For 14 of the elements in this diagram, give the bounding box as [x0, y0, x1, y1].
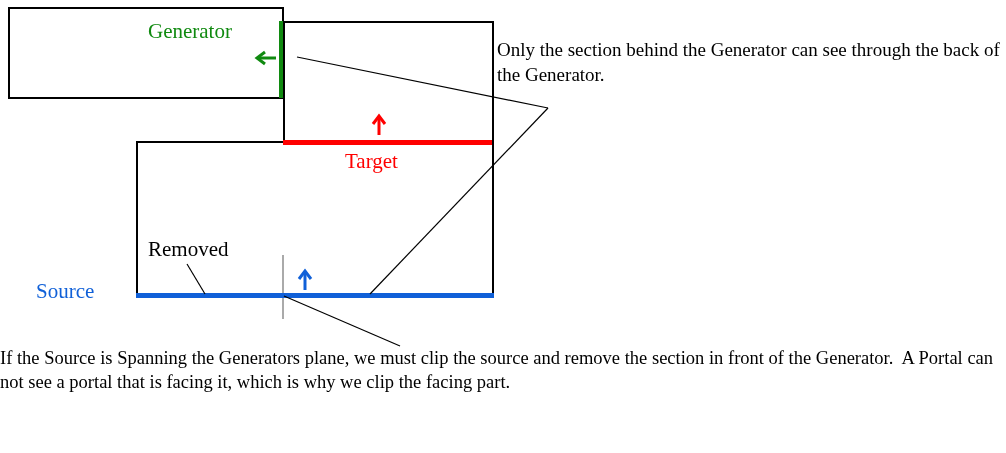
room-outline — [8, 7, 284, 99]
plane-label: Target — [345, 148, 398, 174]
callout-label: Removed — [148, 236, 268, 264]
source-plane-section — [136, 293, 284, 298]
leader-line — [283, 295, 401, 347]
plane-label: Generator — [148, 18, 232, 44]
clip-line — [282, 255, 284, 319]
note-text: Only the section behind the Generator can see through the back of the Generator. — [497, 38, 1002, 108]
leader-line — [369, 107, 549, 295]
note-text: If the Source is Spanning the Generators plane, we must clip the source and remove the section in front of the Generator. A Portal can not see a portal that is facing it, which is why we clip the facing part. — [0, 346, 1004, 432]
plane-label: Source — [36, 278, 95, 304]
source-plane-section — [283, 293, 494, 298]
leader-line — [296, 56, 549, 109]
leader-line — [186, 263, 206, 295]
